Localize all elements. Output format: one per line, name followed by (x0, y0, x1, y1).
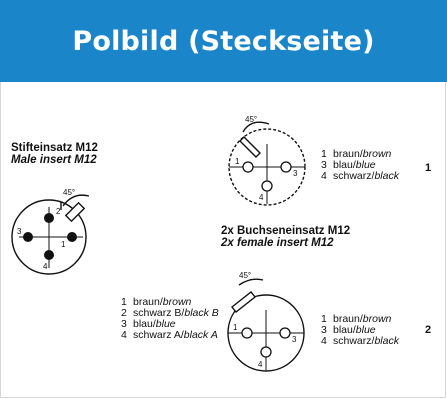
male-legend-english: blue (155, 318, 176, 330)
female2-legend-row: 3 blau/blue (321, 325, 399, 336)
male-pin-1 (44, 213, 54, 223)
female1-legend-german: schwarz/ (333, 170, 375, 182)
male-insert-outline (11, 199, 87, 275)
female1-legend-row: 1 braun/brown (321, 149, 399, 160)
female-insert-2-diagram: 45° 1 3 4 (227, 271, 305, 372)
female2-legend-german: schwarz/ (333, 335, 375, 347)
female1-socket-1 (242, 161, 254, 173)
male-pin-label-4: 4 (43, 262, 48, 271)
male-legend-english: brown (162, 296, 192, 308)
male-legend-number: 3 (121, 318, 127, 330)
female-insert-1-diagram: 45° 1 3 4 (228, 115, 306, 206)
female1-tag: 1 (425, 162, 432, 174)
female1-legend-number: 1 (321, 148, 327, 160)
female2-legend-number: 4 (321, 335, 327, 347)
female2-legend-row: 1 braun/brown (321, 314, 399, 325)
female1-socket-3 (280, 161, 292, 173)
female1-legend-number: 3 (321, 159, 327, 171)
female2-legend-german: braun/ (333, 313, 363, 325)
female2-legend-english: black (374, 335, 399, 347)
female2-legend-number: 1 (321, 313, 327, 325)
male-pin-3 (23, 232, 33, 242)
female1-legend-row: 4 schwarz/black (321, 171, 399, 182)
male-coding-key (64, 201, 86, 223)
male-insert-title-en: Male insert M12 (11, 154, 97, 166)
male-legend-number: 4 (121, 329, 127, 341)
female2-angle-label: 45° (239, 271, 251, 280)
female2-legend: 1 braun/brown 3 blau/blue 4 schwarz/black (321, 314, 399, 347)
male-insert-diagram: 45° 2 1 3 4 (11, 188, 90, 275)
female2-legend-english: brown (362, 313, 392, 325)
male-angle-label: 45° (63, 188, 75, 197)
female2-angle-arc (238, 278, 264, 286)
female1-legend-english: brown (362, 148, 392, 160)
female1-pin-label-3: 3 (293, 169, 298, 178)
male-angle-arc (62, 194, 90, 207)
male-pin-label-3: 3 (17, 227, 22, 236)
female1-legend-german: blau/ (333, 159, 356, 171)
male-pin-2 (67, 232, 77, 242)
page-title: Polbild (Steckseite) (72, 25, 375, 57)
male-legend-row: 2 schwarz B/black B (121, 308, 219, 319)
male-legend-row: 4 schwarz A/black A (121, 330, 219, 341)
female1-legend: 1 braun/brown 3 blau/blue 4 schwarz/black (321, 149, 399, 182)
female1-pin-label-4: 4 (259, 193, 264, 202)
male-legend-number: 2 (121, 307, 127, 319)
male-legend-german: braun/ (133, 296, 163, 308)
female2-pin-label-4: 4 (258, 360, 263, 369)
female1-legend-english: blue (355, 159, 376, 171)
female1-pin-label-1: 1 (235, 157, 240, 166)
female1-legend-english: black (374, 170, 399, 182)
female2-socket-4 (260, 346, 272, 358)
female2-pin-label-1: 1 (233, 323, 238, 332)
female2-coding-key (231, 291, 256, 313)
male-legend-german: schwarz B/ (133, 307, 185, 319)
female2-socket-1 (241, 327, 253, 339)
male-legend-english: black A (183, 329, 218, 341)
diagram-panel: Stifteinsatz M12 Male insert M12 (0, 82, 446, 398)
female2-legend-german: blau/ (333, 324, 356, 336)
male-pin-label-2: 2 (56, 207, 61, 216)
female1-legend-german: braun/ (333, 148, 363, 160)
male-pin-label-1: 1 (61, 240, 66, 249)
male-legend-german: blau/ (133, 318, 156, 330)
female2-legend-english: blue (355, 324, 376, 336)
female2-legend-row: 4 schwarz/black (321, 336, 399, 347)
female-insert-title-de: 2x Buchseneinsatz M12 (221, 225, 351, 237)
female1-socket-4 (261, 180, 273, 192)
female1-legend-row: 3 blau/blue (321, 160, 399, 171)
header-banner: Polbild (Steckseite) (0, 0, 447, 82)
female2-legend-number: 3 (321, 324, 327, 336)
female2-pin-label-3: 3 (292, 335, 297, 344)
male-legend-english: black B (184, 307, 219, 319)
female2-socket-3 (279, 327, 291, 339)
male-insert-title-de: Stifteinsatz M12 (11, 142, 98, 154)
male-legend: 1 braun/brown 2 schwarz B/black B 3 blau/blue… (121, 297, 219, 341)
male-pin-4 (44, 250, 54, 260)
female1-angle-arc (242, 121, 270, 133)
male-legend-row: 3 blau/blue (121, 319, 219, 330)
female2-tag: 2 (425, 324, 432, 336)
female1-angle-label: 45° (245, 115, 257, 124)
female1-coding-key (239, 136, 261, 158)
male-legend-row: 1 braun/brown (121, 297, 219, 308)
female1-legend-number: 4 (321, 170, 327, 182)
male-legend-number: 1 (121, 296, 127, 308)
female-insert-title-en: 2x female insert M12 (221, 237, 334, 249)
male-legend-german: schwarz A/ (133, 329, 184, 341)
